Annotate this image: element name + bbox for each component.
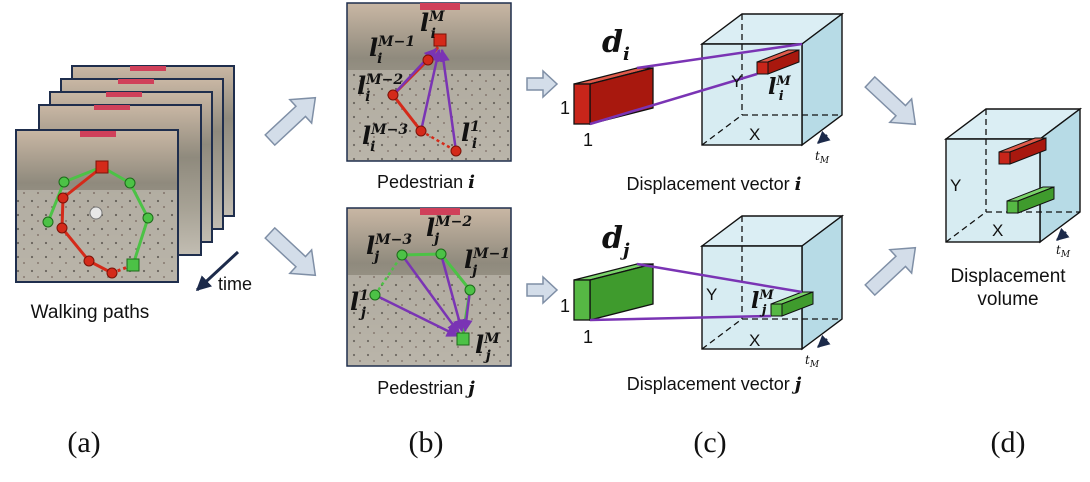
vector-block-green-small — [770, 291, 814, 317]
dim-1-bottom-top: 1 — [583, 130, 593, 150]
arrow-b-to-c-top — [526, 69, 559, 99]
pedestrian-i-path — [387, 33, 462, 157]
axis-x-top: X — [749, 125, 760, 144]
pedestrian-j-caption: Pedestrian j — [377, 378, 475, 399]
axis-x-volume: X — [992, 221, 1003, 240]
t-m-top: tM — [815, 149, 830, 166]
projection-lines-bottom — [589, 262, 803, 322]
t-m-volume: tM — [1056, 243, 1071, 260]
pedestrian-i-caption: Pedestrian i — [377, 172, 475, 193]
displacement-volume-caption-line1: Displacement — [950, 266, 1066, 287]
pedestrian-j-path — [369, 248, 476, 346]
panel-d: Y X tM Displacement volume (d) — [943, 107, 1083, 459]
block-arrows — [264, 69, 917, 305]
red-block-in-volume — [998, 137, 1047, 165]
d-j-label: dj — [602, 221, 630, 261]
displacement-volume-cube — [943, 107, 1083, 244]
arrow-a-to-b-bottom — [264, 226, 317, 277]
green-block-in-volume — [1006, 186, 1055, 214]
dim-1-left-bottom: 1 — [560, 296, 570, 316]
vector-block-red — [573, 67, 654, 125]
time-axis: time — [195, 250, 252, 294]
axis-y-bottom: Y — [706, 285, 717, 304]
walking-paths-caption: Walking paths — [31, 302, 150, 323]
axis-y-volume: Y — [950, 176, 961, 195]
front-frame — [15, 129, 179, 283]
panel-b-label: (b) — [409, 426, 444, 459]
walking-paths-overlay — [42, 160, 154, 279]
arrow-a-to-b-top — [264, 96, 317, 147]
vector-block-green — [573, 263, 654, 321]
axis-x-bottom: X — [749, 331, 760, 350]
displacement-vector-j-caption: Displacement vector j — [627, 374, 802, 395]
arrow-b-to-c-bottom — [526, 275, 559, 305]
axis-y-top: Y — [731, 72, 742, 91]
frame-stack — [15, 65, 235, 283]
panel-a: time Walking paths (a) — [15, 65, 252, 459]
arrow-c-to-d-bottom — [864, 246, 917, 297]
arrow-c-to-d-top — [864, 75, 917, 126]
displacement-volume-caption-line2: volume — [977, 289, 1038, 310]
panel-d-label: (d) — [991, 426, 1026, 459]
displacement-vector-i-caption: Displacement vector i — [627, 174, 802, 195]
projection-lines-top — [589, 42, 803, 126]
t-m-bottom: tM — [805, 353, 820, 370]
dim-1-bottom-bottom: 1 — [583, 327, 593, 347]
panel-c-label: (c) — [693, 426, 726, 459]
d-i-label: di — [602, 25, 630, 65]
volume-cube-top — [699, 12, 845, 147]
time-label: time — [218, 274, 252, 294]
volume-cube-bottom — [699, 214, 845, 351]
dim-1-left-top: 1 — [560, 98, 570, 118]
panel-a-label: (a) — [67, 426, 100, 459]
vector-block-red-small — [756, 49, 800, 75]
